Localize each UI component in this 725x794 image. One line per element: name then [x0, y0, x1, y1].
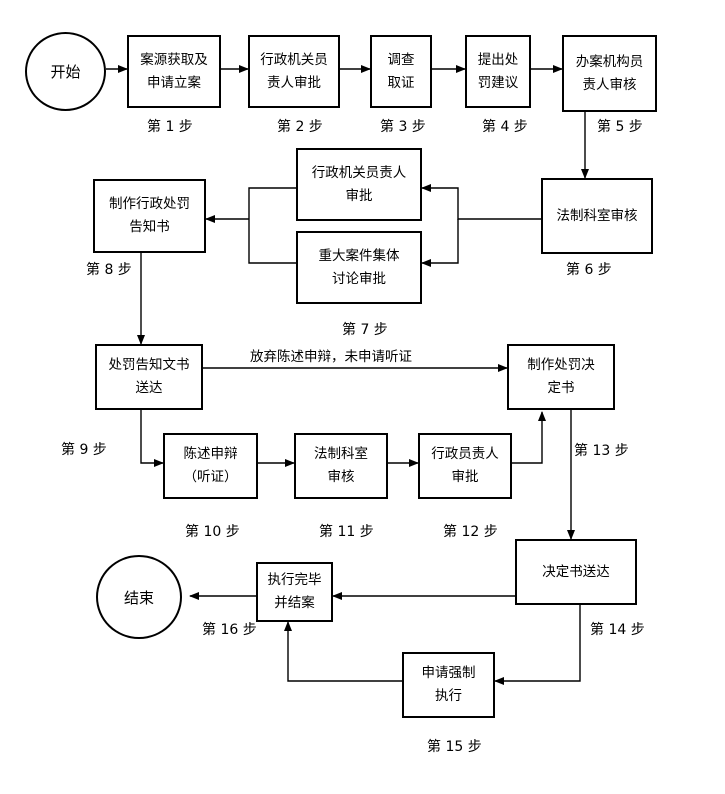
step-label-9: 第 9 步 — [61, 442, 107, 458]
end-terminal: 结束 — [96, 555, 182, 639]
step-label-16: 第 16 步 — [202, 622, 257, 638]
arrow-n6-n7b — [421, 219, 459, 267]
node-admin-head-approval: 行政机关员责人 审批 — [296, 148, 422, 221]
node-statement-hearing: 陈述申辩 （听证） — [163, 433, 258, 499]
step-label-6: 第 6 步 — [566, 262, 612, 278]
node-legal-review-2: 法制科室 审核 — [294, 433, 388, 499]
node-investigation: 调查 取证 — [370, 35, 432, 108]
node-admin-approval: 行政机关员 责人审批 — [248, 35, 340, 108]
step-label-2: 第 2 步 — [277, 119, 323, 135]
step-label-3: 第 3 步 — [380, 119, 426, 135]
step-label-4: 第 4 步 — [482, 119, 528, 135]
step-label-12: 第 12 步 — [443, 524, 498, 540]
node-decision-delivery: 决定书送达 — [515, 539, 637, 605]
node-legal-review: 法制科室审核 — [541, 178, 653, 254]
arrow-n7-n8 — [248, 187, 296, 264]
start-terminal: 开始 — [25, 32, 106, 111]
step-label-7: 第 7 步 — [342, 322, 388, 338]
node-decision-draft: 制作处罚决 定书 — [507, 344, 615, 410]
node-enforcement-request: 申请强制 执行 — [402, 652, 495, 718]
step-label-1: 第 1 步 — [147, 119, 193, 135]
node-agency-review: 办案机构员 责人审核 — [562, 35, 657, 112]
node-admin-approval-2: 行政员责人 审批 — [418, 433, 512, 499]
step-label-10: 第 10 步 — [185, 524, 240, 540]
step-label-11: 第 11 步 — [319, 524, 374, 540]
arrow-n14-n15 — [494, 605, 581, 685]
step-label-8: 第 8 步 — [86, 262, 132, 278]
arrow-n9-n10 — [140, 410, 164, 467]
arrow-n6-n7a — [421, 184, 541, 220]
node-collective-discussion: 重大案件集体 讨论审批 — [296, 231, 422, 304]
node-case-closed: 执行完毕 并结案 — [256, 562, 333, 622]
step-label-15: 第 15 步 — [427, 739, 482, 755]
step-label-13: 第 13 步 — [574, 443, 629, 459]
node-penalty-proposal: 提出处 罚建议 — [465, 35, 531, 108]
edge-label-waive: 放弃陈述申辩，未申请听证 — [250, 349, 412, 365]
step-label-5: 第 5 步 — [597, 119, 643, 135]
arrow-n15-n16 — [284, 621, 402, 682]
node-notice-delivery: 处罚告知文书 送达 — [95, 344, 203, 410]
node-case-intake: 案源获取及 申请立案 — [127, 35, 221, 108]
node-notice-draft: 制作行政处罚 告知书 — [93, 179, 206, 253]
step-label-14: 第 14 步 — [590, 622, 645, 638]
arrow-n12-n13 — [512, 411, 546, 464]
